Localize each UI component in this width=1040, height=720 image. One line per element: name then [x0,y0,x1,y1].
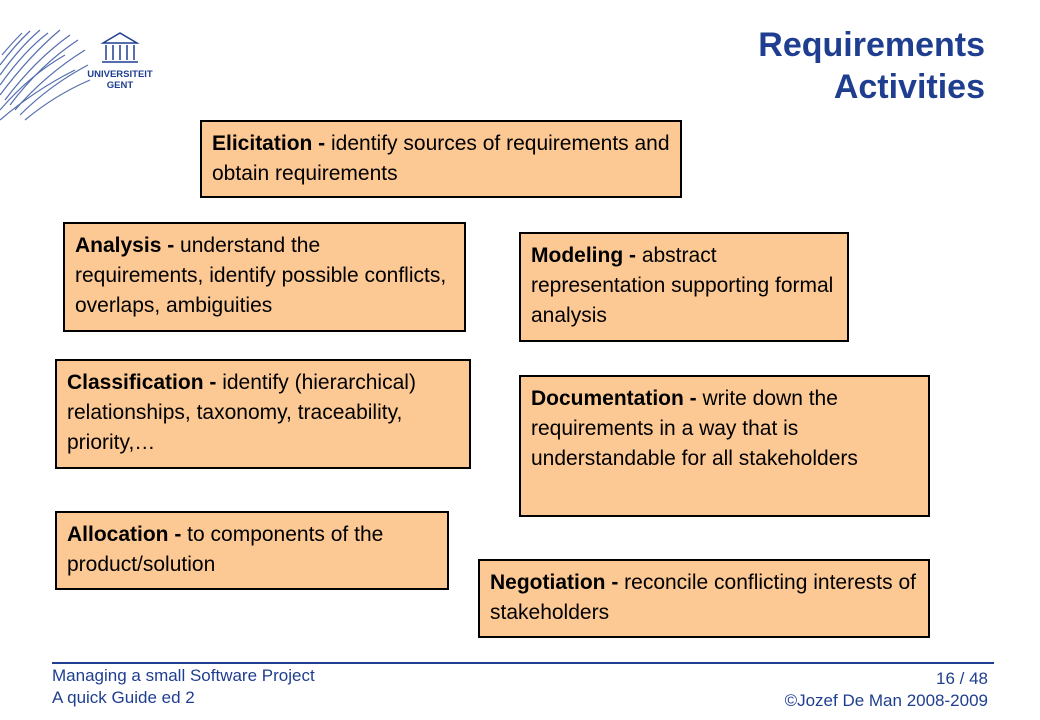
grass-texture-icon: UNIVERSITEIT GENT [0,29,153,121]
title-line-1: Requirements [758,26,985,64]
footer-left: Managing a small Software Project A quic… [52,665,315,709]
box-allocation: Allocation - to components of the produc… [55,511,449,590]
page-number: 16 / 48 [936,669,988,688]
box-modeling: Modeling - abstract representation suppo… [519,232,849,342]
box-elicitation: Elicitation - identify sources of requir… [200,120,682,198]
desc-elicitation: identify sources of requirements and obt… [212,132,670,185]
box-documentation: Documentation - write down the requireme… [519,375,930,517]
desc-analysis: understand the requirements, identify po… [75,234,447,317]
footer-divider [52,662,994,664]
desc-classification: identify (hierarchical) relationships, t… [67,371,416,454]
box-classification: Classification - identify (hierarchical)… [55,359,471,469]
term-classification: Classification - [67,371,223,394]
box-negotiation: Negotiation - reconcile conflicting inte… [478,559,930,638]
desc-modeling: abstract representation supporting forma… [531,244,834,327]
term-elicitation: Elicitation - [212,132,332,155]
logo-text-gent: GENT [107,80,134,91]
desc-documentation: write down the requirements in a way tha… [531,387,858,470]
desc-negotiation: reconcile conflicting interests of stake… [490,571,916,624]
copyright: ©Jozef De Man 2008-2009 [784,691,988,710]
term-allocation: Allocation - [67,523,188,546]
term-modeling: Modeling - [531,244,642,267]
university-logo: UNIVERSITEIT GENT [0,25,190,125]
footer-course-subtitle: A quick Guide ed 2 [52,688,195,707]
logo-text-university: UNIVERSITEIT [87,69,153,80]
footer-course-title: Managing a small Software Project [52,666,315,685]
slide-title: Requirements Activities [758,24,985,108]
box-analysis: Analysis - understand the requirements, … [63,222,466,332]
title-line-2: Activities [833,68,985,106]
desc-allocation: to components of the product/solution [67,523,384,576]
term-negotiation: Negotiation - [490,571,625,594]
term-documentation: Documentation - [531,387,703,410]
footer-right: 16 / 48 ©Jozef De Man 2008-2009 [785,668,988,712]
term-analysis: Analysis - [75,234,181,257]
